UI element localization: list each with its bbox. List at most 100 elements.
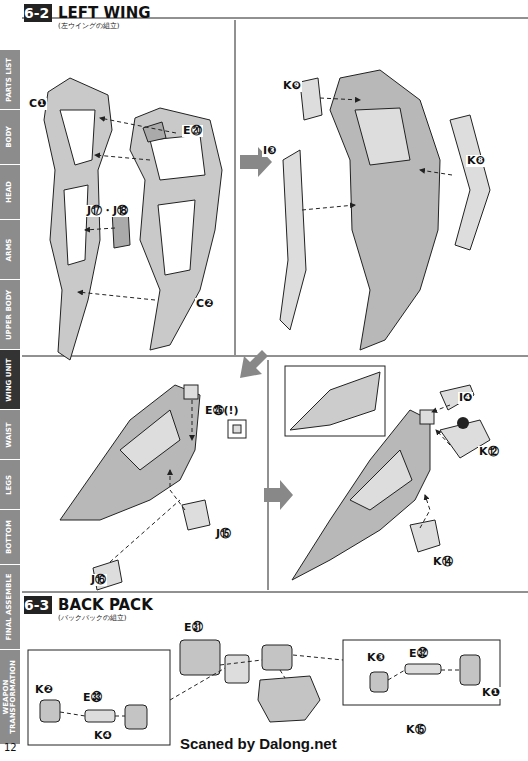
drawing-g [44,78,222,360]
tab-label: FINAL ASSEMBLE [6,567,13,648]
callout-number: K❶ [481,687,501,699]
tab-label: HEAD [6,167,13,218]
drawing-line [115,716,125,717]
drawing-g [110,400,192,562]
callout-number: K❾ [282,80,302,92]
section-subtitle: (左ウイングの組立) [58,23,119,31]
callout-number: I❸ [262,145,277,157]
sidebar-tab: LEGS [0,460,20,510]
watermark: Scaned by Dalong.net [180,736,337,753]
drawing-g [22,18,528,592]
drawing-g [60,385,210,590]
tab-label: UPPER BODY [6,282,13,348]
drawing-path [300,78,322,120]
drawing-path [150,135,205,180]
drawing-rect [343,640,500,705]
drawing-line [220,660,262,665]
sidebar-tab: ARMS [0,220,20,280]
callout-number: E⑳ [182,125,203,137]
drawing-rect [85,710,115,722]
drawing-line [22,592,528,593]
drawing-line [85,228,115,230]
drawing-path [264,480,293,510]
drawing-g [78,118,176,300]
drawing-line [441,670,460,671]
drawing-line [420,170,452,175]
drawing-line [95,155,150,160]
drawing-path [290,372,380,430]
drawing-path [182,500,210,530]
drawing-rect [40,700,60,722]
tab-label: BODY [6,112,13,163]
drawing-line [100,118,176,133]
step-number: 6-3 [24,598,48,613]
sidebar-tab: WING UNIT [0,350,20,410]
drawing-line [302,205,355,210]
drawing-path [258,676,320,722]
callout-number: K⑫ [478,446,500,458]
drawing-rect [28,650,170,745]
drawing-g [285,366,490,580]
drawing-circle [457,417,469,429]
drawing-rect [370,672,388,692]
drawing-line [436,430,450,445]
drawing-rect [460,655,480,685]
drawing-g [28,640,500,745]
drawing-line [192,400,193,440]
tab-label: LEGS [6,462,13,508]
drawing-line [22,356,528,357]
drawing-g [60,655,460,716]
drawing-rect [228,420,246,438]
callout-number: E㉜ [408,648,429,660]
drawing-rect [405,664,441,674]
drawing-line [110,500,180,562]
drawing-path [355,108,410,165]
drawing-line [388,670,405,680]
sidebar-tab: WEAPON TRANSFORMATION [0,650,20,745]
tab-label: WING UNIT [6,352,13,408]
drawing-path [60,385,200,520]
sidebar-tab: HEAD [0,165,20,220]
drawing-rect [125,705,147,729]
tab-label: BOTTOM [6,512,13,563]
callout-number: K❹ [93,730,113,742]
drawing-path [350,450,412,510]
sidebar-tab: PARTS LIST [0,50,20,110]
drawing-rect [233,425,241,433]
callout-number: E㉖(!) [204,405,240,417]
callout-number: C❷ [195,298,214,310]
drawing-rect [225,655,249,683]
drawing-path [143,122,166,142]
callout-number: K⑮ [405,724,427,736]
drawing-line [280,670,285,678]
drawing-path [158,200,195,275]
drawing-path [410,520,440,552]
drawing-rect [262,645,292,670]
drawing-path [60,110,95,165]
drawing-rect [285,366,385,436]
drawing-path [420,495,430,528]
drawing-line [78,292,155,300]
callout-number: C❶ [28,98,47,110]
sidebar-tab: WAIST [0,410,20,460]
drawing-path [240,350,268,378]
drawing-path [280,150,306,330]
page-number: 12 [4,742,17,753]
drawing-line [293,655,343,660]
callout-number: E㉝ [82,692,103,704]
callout-number: K❷ [34,684,54,696]
drawing-path [120,410,180,470]
drawing-path [130,108,222,350]
section-title: BACK PACK [58,597,153,614]
tab-label: PARTS LIST [6,52,13,108]
drawing-line [170,668,225,700]
sidebar-tab: FINAL ASSEMBLE [0,565,20,650]
drawing-path [450,115,490,250]
drawing-line [60,712,85,716]
callout-number: K⑭ [432,556,454,568]
drawing-g [302,98,452,210]
drawing-line [268,360,269,590]
sidebar-tab: BODY [0,110,20,165]
drawing-rect [24,596,52,614]
